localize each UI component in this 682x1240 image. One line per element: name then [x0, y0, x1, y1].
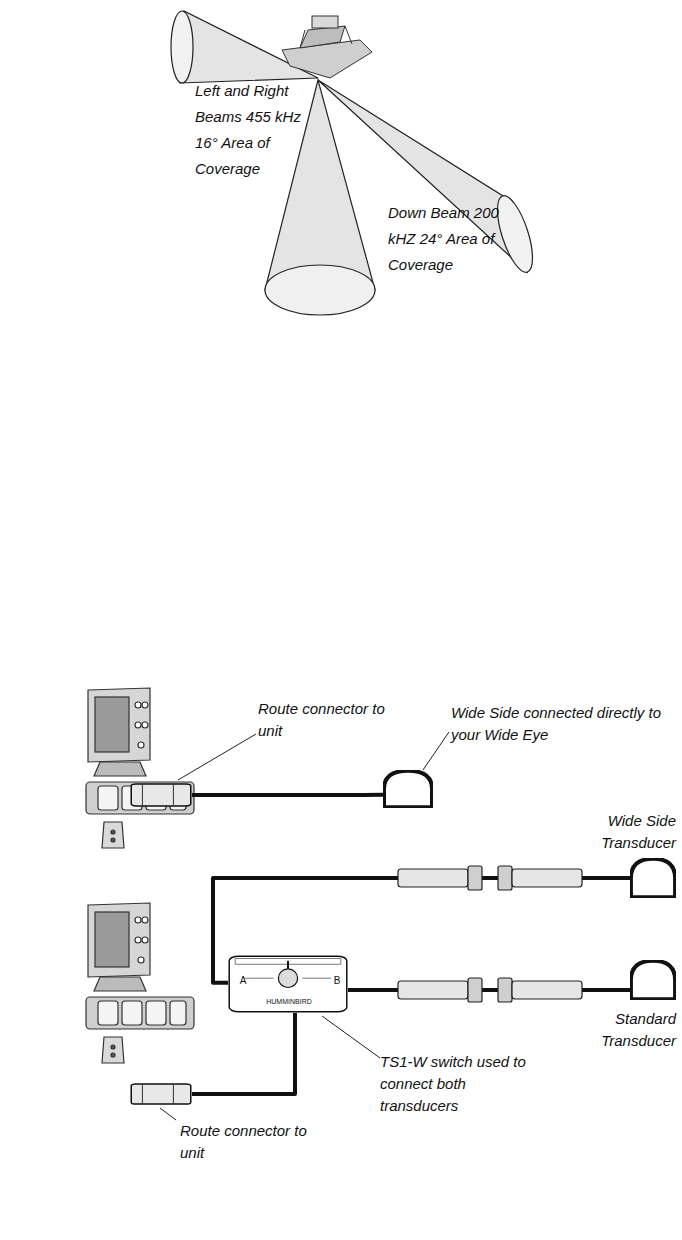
callout-label: Route connector to unit [258, 698, 393, 742]
transducer: Wide Side Transducer [630, 858, 676, 898]
left-beam [180, 11, 318, 83]
transducer: Wide Side connected directly to your Wid… [383, 770, 433, 808]
brand-mark: HUMMINBIRD [258, 997, 320, 1006]
transducer: Standard Transducer [630, 960, 676, 1000]
switch-position: A [236, 975, 250, 987]
cable [192, 1013, 295, 1094]
plug-outline [130, 1082, 192, 1106]
callout-label: Wide Side Transducer [580, 810, 676, 854]
beam-label: Down Beam 200 kHZ 24° Area of Coverage [388, 200, 513, 278]
plug-outline [130, 782, 192, 808]
display-unit [86, 688, 194, 848]
callout-label: TS1-W switch used to connect both transd… [380, 1051, 540, 1117]
display-unit [86, 903, 194, 1063]
xdcr-outline [630, 960, 676, 1000]
connector-plug: Route connector to unit [130, 782, 192, 808]
xdcr-outline [383, 770, 433, 808]
beam-label: Left and Right Beams 455 kHz 16° Area of… [195, 78, 310, 182]
callout-label: Route connector to unit [180, 1120, 315, 1164]
callout-label: Wide Side connected directly to your Wid… [451, 702, 666, 746]
cable [192, 793, 383, 797]
connector-plug: Route connector to unit [130, 1082, 192, 1106]
xdcr-outline [630, 858, 676, 898]
callout-label: Standard Transducer [580, 1008, 676, 1052]
switch-position: B [330, 975, 344, 987]
cable [348, 988, 630, 992]
boat [282, 16, 372, 78]
